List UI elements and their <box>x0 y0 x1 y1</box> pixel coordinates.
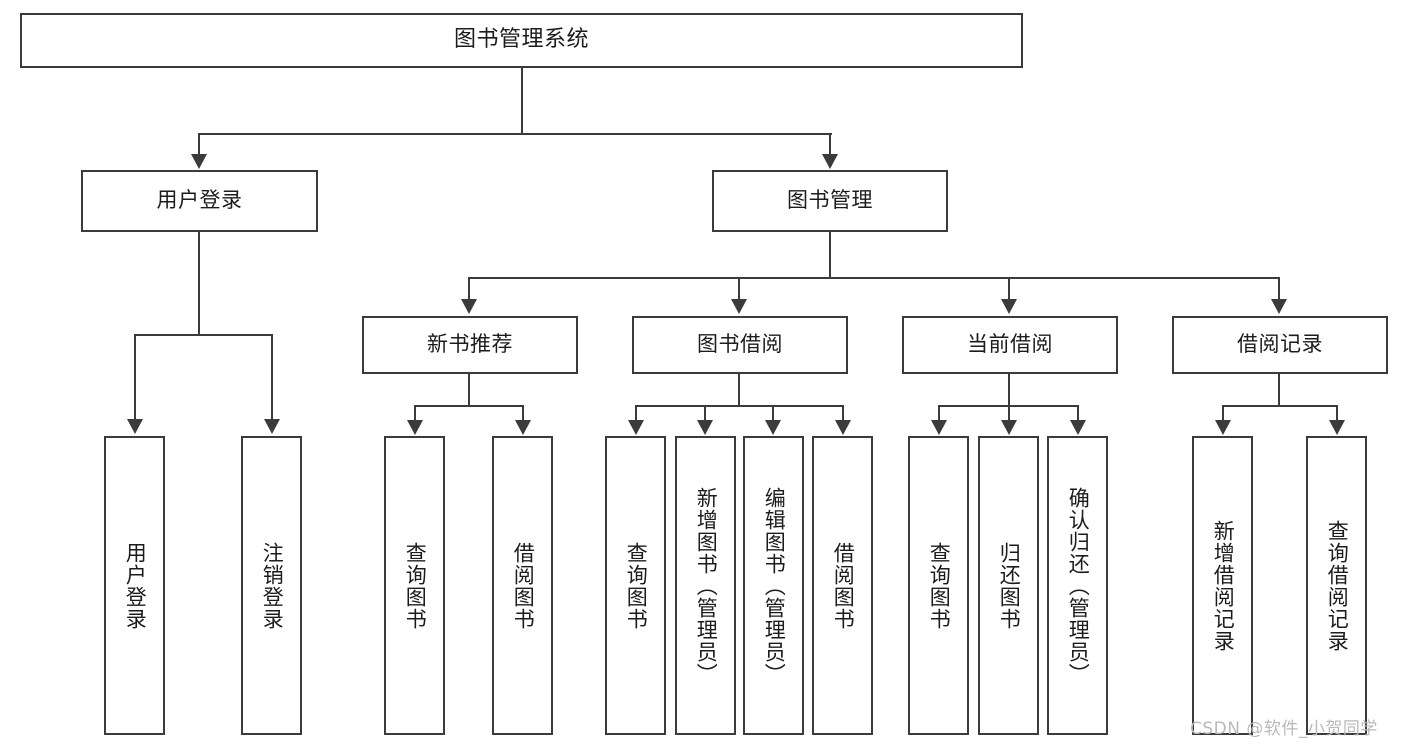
leaf-user-login-label: 用户登录 <box>123 541 148 630</box>
leaf-query-book-1[interactable]: 查询图书 <box>384 436 445 735</box>
edge-user-login-to-leaf-1 <box>134 334 136 420</box>
arrowhead-bm-to-current-borrow <box>1001 299 1017 314</box>
node-current-borrow[interactable]: 当前借阅 <box>902 316 1118 374</box>
edge-book-management-stem <box>829 232 831 278</box>
leaf-query-borrow-record[interactable]: 查询借阅记录 <box>1306 436 1367 735</box>
leaf-add-borrow-record-label: 新增借阅记录 <box>1211 519 1236 652</box>
node-new-book-recommend-label: 新书推荐 <box>427 332 513 357</box>
edge-bm-to-new-book-recommend <box>468 277 470 300</box>
arrowhead-user-login-to-leaf-1 <box>127 419 143 434</box>
arrowhead-bb-to-leaf-2 <box>697 420 713 435</box>
edge-user-login-bus <box>134 334 272 336</box>
edge-bb-to-leaf-1 <box>635 405 637 421</box>
leaf-borrow-book-1[interactable]: 借阅图书 <box>492 436 553 735</box>
node-root-system[interactable]: 图书管理系统 <box>20 13 1023 68</box>
arrowhead-bb-to-leaf-4 <box>835 420 851 435</box>
node-user-login-label: 用户登录 <box>156 188 243 213</box>
node-book-management-label: 图书管理 <box>787 188 873 213</box>
edge-user-login-to-leaf-2 <box>271 334 273 420</box>
leaf-return-book[interactable]: 归还图书 <box>978 436 1039 735</box>
leaf-edit-book[interactable]: 编辑图书（管理员） <box>743 436 804 735</box>
edge-bb-to-leaf-4 <box>842 405 844 421</box>
node-borrow-record[interactable]: 借阅记录 <box>1172 316 1388 374</box>
edge-bb-to-leaf-3 <box>772 405 774 421</box>
arrowhead-nbr-to-leaf-2 <box>515 420 531 435</box>
edge-new-book-recommend-stem <box>468 374 470 406</box>
leaf-borrow-book-2-label: 借阅图书 <box>831 541 856 630</box>
arrowhead-bm-to-book-borrow <box>731 299 747 314</box>
arrowhead-bb-to-leaf-3 <box>765 420 781 435</box>
edge-root-to-user-login <box>198 133 200 156</box>
edge-new-book-recommend-bus <box>414 405 524 407</box>
edge-book-borrow-bus <box>635 405 844 407</box>
leaf-query-borrow-record-label: 查询借阅记录 <box>1325 519 1350 652</box>
edge-borrow-record-stem <box>1278 374 1280 406</box>
arrowhead-nbr-to-leaf-1 <box>407 420 423 435</box>
edge-br-to-leaf-1 <box>1222 405 1224 421</box>
arrowhead-cb-to-leaf-3 <box>1070 420 1086 435</box>
leaf-add-borrow-record[interactable]: 新增借阅记录 <box>1192 436 1253 735</box>
leaf-confirm-return[interactable]: 确认归还（管理员） <box>1047 436 1108 735</box>
leaf-logout-login[interactable]: 注销登录 <box>241 436 302 735</box>
arrowhead-bm-to-new-book-recommend <box>461 299 477 314</box>
edge-br-to-leaf-2 <box>1336 405 1338 421</box>
edge-nbr-to-leaf-1 <box>414 405 416 421</box>
edge-nbr-to-leaf-2 <box>522 405 524 421</box>
leaf-user-login[interactable]: 用户登录 <box>104 436 165 735</box>
edge-root-to-book-management <box>829 133 831 156</box>
leaf-confirm-return-label: 确认归还（管理员） <box>1066 486 1091 685</box>
edge-cb-to-leaf-3 <box>1077 405 1079 421</box>
arrowhead-br-to-leaf-2 <box>1329 420 1345 435</box>
node-current-borrow-label: 当前借阅 <box>967 332 1053 357</box>
edge-current-borrow-stem <box>1008 374 1010 406</box>
edge-book-management-bus <box>468 277 1280 279</box>
node-user-login[interactable]: 用户登录 <box>81 170 318 232</box>
arrowhead-bb-to-leaf-1 <box>628 420 644 435</box>
edge-cb-to-leaf-2 <box>1008 405 1010 421</box>
edge-root-stem <box>521 68 523 134</box>
leaf-logout-login-label: 注销登录 <box>260 541 285 630</box>
arrowhead-root-to-book-management <box>822 154 838 169</box>
arrowhead-br-to-leaf-1 <box>1215 420 1231 435</box>
node-book-borrow[interactable]: 图书借阅 <box>632 316 848 374</box>
leaf-query-book-2-label: 查询图书 <box>624 541 649 630</box>
leaf-query-book-3-label: 查询图书 <box>927 541 952 630</box>
edge-bb-to-leaf-2 <box>704 405 706 421</box>
edge-book-borrow-stem <box>738 374 740 406</box>
leaf-query-book-3[interactable]: 查询图书 <box>908 436 969 735</box>
arrowhead-bm-to-borrow-record <box>1271 299 1287 314</box>
edge-bm-to-current-borrow <box>1008 277 1010 300</box>
node-borrow-record-label: 借阅记录 <box>1237 332 1323 357</box>
arrowhead-cb-to-leaf-2 <box>1001 420 1017 435</box>
edge-root-bus <box>198 133 832 135</box>
leaf-borrow-book-1-label: 借阅图书 <box>511 541 536 630</box>
node-book-management[interactable]: 图书管理 <box>712 170 948 232</box>
node-book-borrow-label: 图书借阅 <box>697 332 783 357</box>
node-root-system-label: 图书管理系统 <box>453 27 589 53</box>
edge-borrow-record-bus <box>1222 405 1338 407</box>
leaf-add-book[interactable]: 新增图书（管理员） <box>675 436 736 735</box>
arrowhead-user-login-to-leaf-2 <box>264 419 280 434</box>
leaf-query-book-2[interactable]: 查询图书 <box>605 436 666 735</box>
leaf-query-book-1-label: 查询图书 <box>403 541 428 630</box>
leaf-edit-book-label: 编辑图书（管理员） <box>762 486 787 685</box>
edge-bm-to-book-borrow <box>738 277 740 300</box>
arrowhead-cb-to-leaf-1 <box>931 420 947 435</box>
edge-bm-to-borrow-record <box>1278 277 1280 300</box>
csdn-watermark: CSDN @软件_小贺同学 <box>1190 719 1378 739</box>
leaf-add-book-label: 新增图书（管理员） <box>694 486 719 685</box>
node-new-book-recommend[interactable]: 新书推荐 <box>362 316 578 374</box>
arrowhead-root-to-user-login <box>191 154 207 169</box>
edge-cb-to-leaf-1 <box>938 405 940 421</box>
leaf-return-book-label: 归还图书 <box>997 541 1022 630</box>
leaf-borrow-book-2[interactable]: 借阅图书 <box>812 436 873 735</box>
edge-user-login-stem <box>198 232 200 335</box>
